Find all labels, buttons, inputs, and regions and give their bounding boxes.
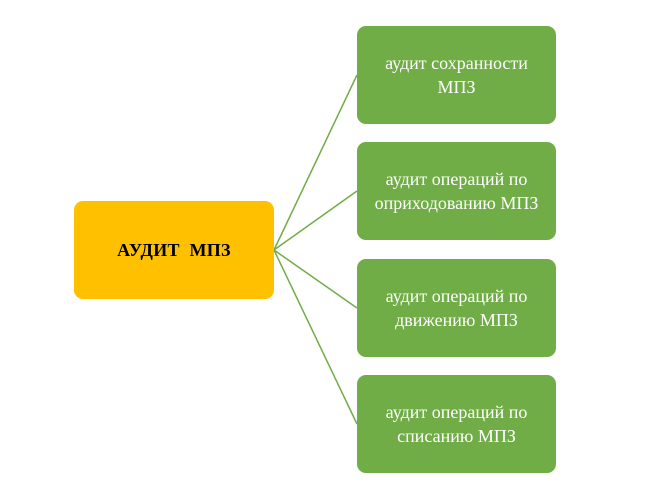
root-node: АУДИТ МПЗ	[74, 201, 274, 299]
root-node-label: АУДИТ МПЗ	[117, 239, 231, 260]
child-node-1: аудит сохранности МПЗ	[357, 26, 556, 124]
child-node-label: аудит операций по оприходованию МПЗ	[374, 169, 539, 213]
connector-line-2	[273, 190, 358, 251]
connector-line-1	[273, 74, 358, 251]
child-node-label: аудит сохранности МПЗ	[385, 53, 528, 97]
child-node-3: аудит операций по движению МПЗ	[357, 259, 556, 357]
connector-line-4	[273, 249, 358, 425]
child-node-label: аудит операций по списанию МПЗ	[385, 402, 528, 446]
child-node-4: аудит операций по списанию МПЗ	[357, 375, 556, 473]
child-node-label: аудит операций по движению МПЗ	[385, 286, 528, 330]
connector-line-3	[273, 249, 358, 309]
child-node-2: аудит операций по оприходованию МПЗ	[357, 142, 556, 240]
